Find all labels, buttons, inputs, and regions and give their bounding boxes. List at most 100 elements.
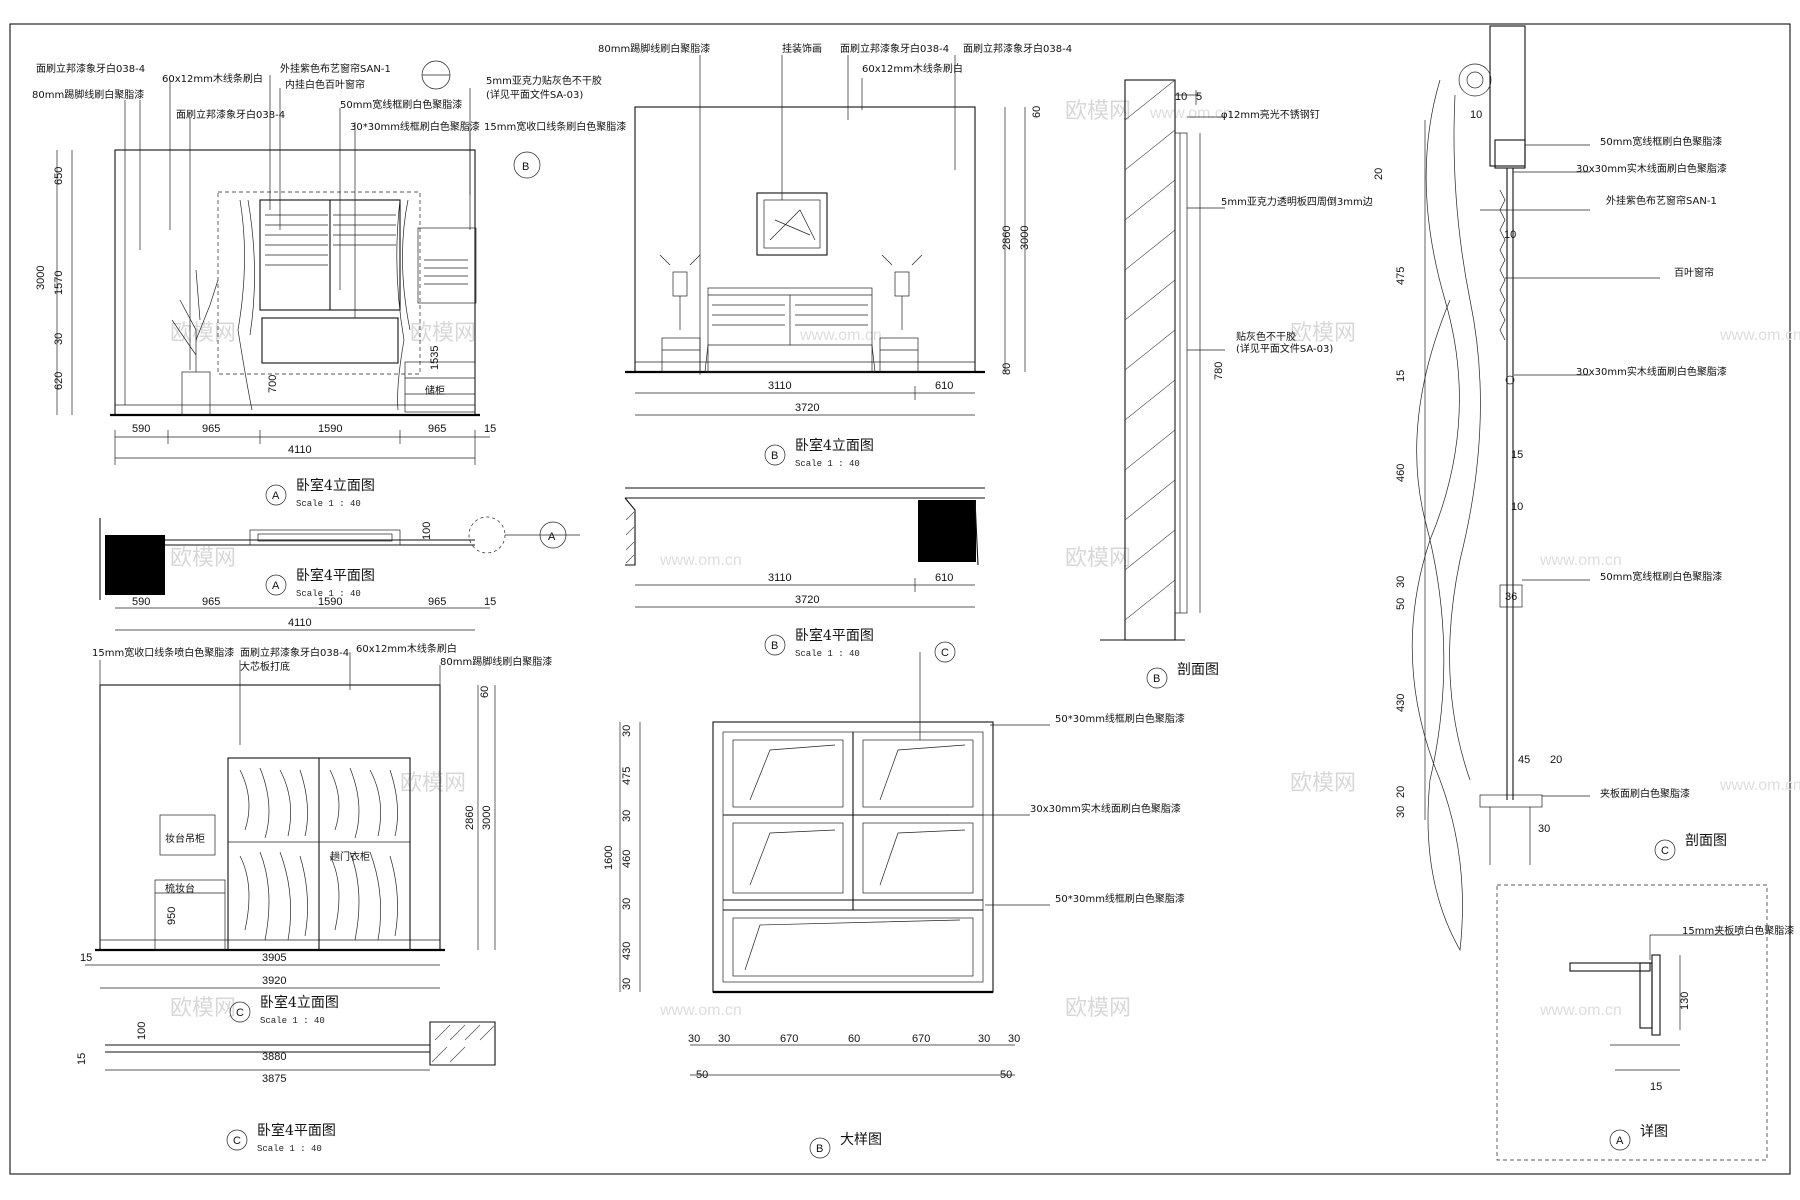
watermarks: 欧模网 www.om.cn 欧模网 欧模网 www.om.cn 欧模网 www.… <box>170 99 1800 1021</box>
view-b-plan: 3110 610 3720 B 卧室4平面图 Scale 1 : 40 <box>624 487 985 659</box>
label-b2: 挂装饰画 <box>782 42 822 55</box>
view-a-title: 卧室4立面图 <box>296 477 375 494</box>
dim-d-h6: 30 <box>978 1033 990 1045</box>
dim-da-15: 15 <box>1650 1081 1662 1093</box>
label-cabinet: 储柜 <box>425 384 445 397</box>
label-bs-3: 贴灰色不干胶 <box>1236 330 1296 343</box>
view-bs-tag: B <box>1153 673 1160 685</box>
dim-cp-3875: 3875 <box>262 1073 286 1085</box>
dim-cs-v11: 430 <box>1395 694 1407 712</box>
dim-c-v-60: 60 <box>479 686 491 698</box>
label-a6: 内挂白色百叶窗帘 <box>285 78 365 91</box>
dim-d-h5: 670 <box>912 1033 930 1045</box>
dim-a-v-30: 30 <box>53 333 65 345</box>
dim-cs-h1: 36 <box>1505 591 1517 603</box>
svg-text:欧模网: 欧模网 <box>1065 996 1131 1021</box>
dim-d-h2: 30 <box>718 1033 730 1045</box>
dim-c-h-3905: 3905 <box>262 952 286 964</box>
dim-a-v-1535: 1535 <box>429 346 441 370</box>
label-cs-2: 30x30mm实木线面刷白色聚脂漆 <box>1576 162 1727 175</box>
dim-d-h7: 30 <box>1008 1033 1020 1045</box>
dim-d-h1: 30 <box>688 1033 700 1045</box>
dim-da-130: 130 <box>1679 992 1691 1010</box>
label-detail-2: 30x30mm实木线面刷白色聚脂漆 <box>1030 802 1181 815</box>
label-a11: 15mm宽收口线条刷白色聚脂漆 <box>484 120 626 133</box>
dim-c-v-2860: 2860 <box>464 806 476 830</box>
view-a-tag: A <box>272 490 280 502</box>
dim-cs-v8: 10 <box>1511 501 1523 513</box>
dim-ap-965b: 965 <box>428 596 446 608</box>
view-b-title: 卧室4立面图 <box>795 437 874 454</box>
view-detail-tag: B <box>816 1143 823 1155</box>
label-a7: 50mm宽线框刷白色聚脂漆 <box>340 98 462 111</box>
view-a-elevation: 储柜 面刷立邦漆象牙白038-4 80mm踢脚线刷白聚脂漆 60x12mm木线条… <box>32 60 626 509</box>
view-b-plan-title: 卧室4平面图 <box>795 627 874 644</box>
label-a8: 30*30mm线框刷白色聚脂漆 <box>350 120 480 133</box>
label-c2: 面刷立邦漆象牙白038-4 <box>240 646 349 659</box>
dim-ap-4110: 4110 <box>288 617 312 629</box>
dim-c-h-15: 15 <box>80 952 92 964</box>
view-b-section: φ12mm亮光不锈钢钉 5mm亚克力透明板四周倒3mm边 贴灰色不干胶 (详见平… <box>1100 79 1373 689</box>
svg-text:欧模网: 欧模网 <box>1290 321 1356 346</box>
dim-b-v-80: 80 <box>1001 363 1013 375</box>
dim-cs-h3: 20 <box>1550 754 1562 766</box>
dim-a-v-1570: 1570 <box>53 271 65 295</box>
dim-b-v-2860: 2860 <box>1001 226 1013 250</box>
view-c-elevation: 妆台吊柜 梳妆台 趟门衣柜 15mm宽收口线条喷白色聚脂漆 面刷立邦漆象牙白03… <box>80 642 552 1026</box>
label-bs-4: (详见平面文件SA-03) <box>1236 342 1333 355</box>
dim-bs-10: 10 <box>1175 91 1187 103</box>
view-c-title: 卧室4立面图 <box>260 994 339 1011</box>
label-c3: 大芯板打底 <box>240 660 290 673</box>
dim-cs-v5: 10 <box>1504 229 1516 241</box>
view-b-plan-tag: B <box>771 640 778 652</box>
view-a-plan-marker: A <box>548 531 556 543</box>
view-a-plan-tag: A <box>272 580 280 592</box>
view-c-section: 50mm宽线框刷白色聚脂漆 30x30mm实木线面刷白色聚脂漆 外挂紫色布艺窗帘… <box>1373 25 1727 952</box>
dim-d-h9: 50 <box>1000 1069 1012 1081</box>
dim-a-h-965b: 965 <box>428 423 446 435</box>
view-b-elevation: 80mm踢脚线刷白聚脂漆 挂装饰画 面刷立邦漆象牙白038-4 面刷立邦漆象牙白… <box>598 42 1072 469</box>
dim-cp-100: 100 <box>136 1022 148 1040</box>
dim-c-v-3000: 3000 <box>481 806 493 830</box>
view-cs-title: 剖面图 <box>1685 833 1727 849</box>
view-a-scale: Scale 1 : 40 <box>296 499 361 509</box>
dim-cp-15: 15 <box>76 1053 88 1065</box>
svg-text:www.om.cn: www.om.cn <box>1719 327 1800 344</box>
dim-a-v-620: 620 <box>53 372 65 390</box>
label-detail-1: 50*30mm线框刷白色聚脂漆 <box>1055 712 1185 725</box>
dim-a-v-700: 700 <box>267 375 279 393</box>
view-c-plan-tag: C <box>233 1135 241 1147</box>
dim-a-v-total: 3000 <box>35 266 47 290</box>
label-c1: 15mm宽收口线条喷白色聚脂漆 <box>92 646 234 659</box>
dim-cs-v1: 10 <box>1470 109 1482 121</box>
view-b-plan-scale: Scale 1 : 40 <box>795 649 860 659</box>
dim-d-v2: 475 <box>621 767 633 785</box>
svg-text:www.om.cn: www.om.cn <box>799 327 882 344</box>
label-cs-6: 50mm宽线框刷白色聚脂漆 <box>1600 570 1722 583</box>
view-c-plan: 100 15 3880 3875 C 卧室4平面图 Scale 1 : 40 <box>76 1021 496 1154</box>
dim-ap-1590: 1590 <box>318 596 342 608</box>
dim-a-h-590: 590 <box>132 423 150 435</box>
label-a3: 60x12mm木线条刷白 <box>162 72 263 85</box>
dim-b-h-3720: 3720 <box>795 402 819 414</box>
view-c-plan-scale: Scale 1 : 40 <box>257 1144 322 1154</box>
dim-cs-v10: 50 <box>1395 598 1407 610</box>
dim-d-h4: 60 <box>848 1033 860 1045</box>
label-b5: 60x12mm木线条刷白 <box>862 62 963 75</box>
view-detail-a: 15mm夹板喷白色聚脂漆 130 15 A 详图 <box>1496 884 1794 1161</box>
label-bs-2: 5mm亚克力透明板四周倒3mm边 <box>1221 195 1373 208</box>
dim-cs-v7: 15 <box>1511 449 1523 461</box>
label-detail-3: 50*30mm线框刷白色聚脂漆 <box>1055 892 1185 905</box>
dim-cs-v13: 30 <box>1395 806 1407 818</box>
dim-a-h-965: 965 <box>202 423 220 435</box>
svg-text:欧模网: 欧模网 <box>1065 546 1131 571</box>
view-b-scale: Scale 1 : 40 <box>795 459 860 469</box>
svg-text:www.om.cn: www.om.cn <box>1719 777 1800 794</box>
label-c5: 80mm踢脚线刷白聚脂漆 <box>440 655 552 668</box>
dim-c-v-950: 950 <box>166 907 178 925</box>
sheet-border <box>9 23 1791 1175</box>
dim-d-v7: 30 <box>621 978 633 990</box>
svg-text:欧模网: 欧模网 <box>1290 771 1356 796</box>
dim-ap-590: 590 <box>132 596 150 608</box>
